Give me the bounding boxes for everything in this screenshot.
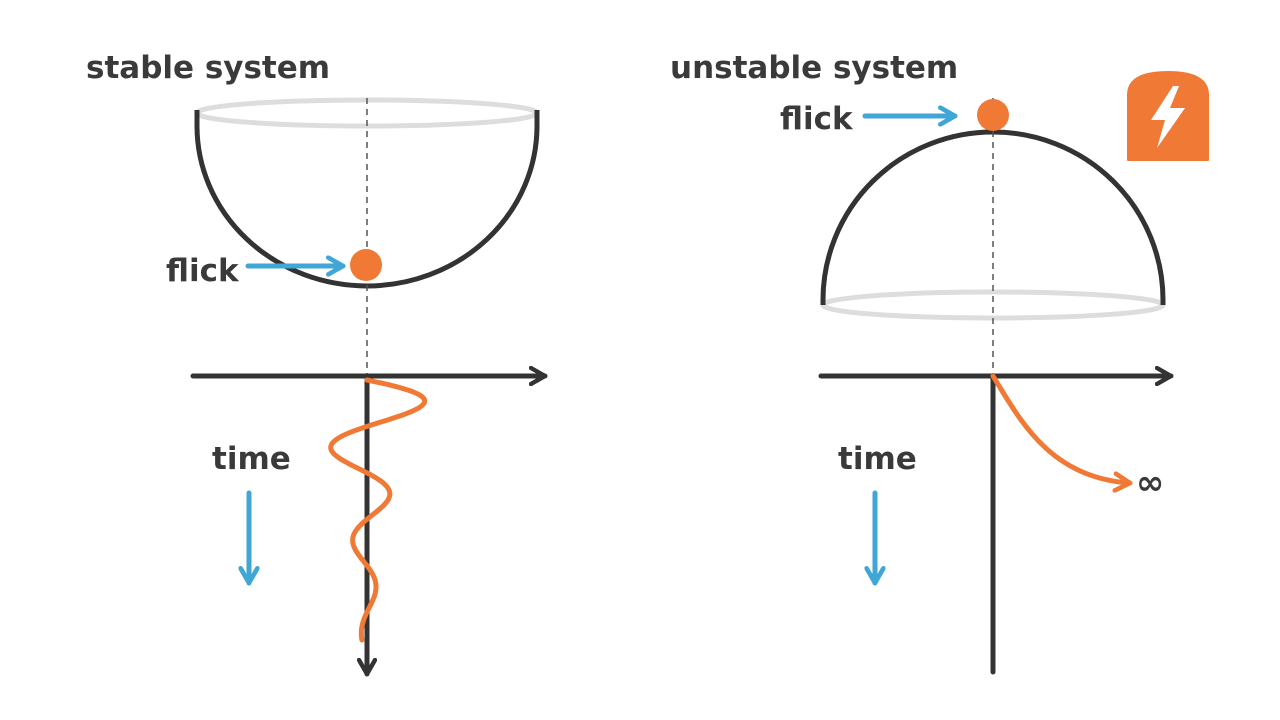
stable-panel: stable system flick time [86,50,548,677]
unstable-time-label: time [838,441,917,477]
stable-title: stable system [86,50,330,86]
stable-time-label: time [212,441,291,477]
unstable-flick-label: flick [780,101,854,137]
unstable-divergence-curve [990,373,1133,483]
unstable-title: unstable system [670,50,958,86]
toast-lightning-icon [1127,71,1209,161]
stable-oscillation-curve [328,377,428,643]
unstable-ball [977,99,1009,131]
stable-ball [350,249,382,281]
unstable-dome-rim [820,289,1166,321]
unstable-panel: unstable system flick ∞ time [670,50,1174,675]
infinity-label: ∞ [1136,463,1164,503]
stable-flick-label: flick [166,253,240,289]
